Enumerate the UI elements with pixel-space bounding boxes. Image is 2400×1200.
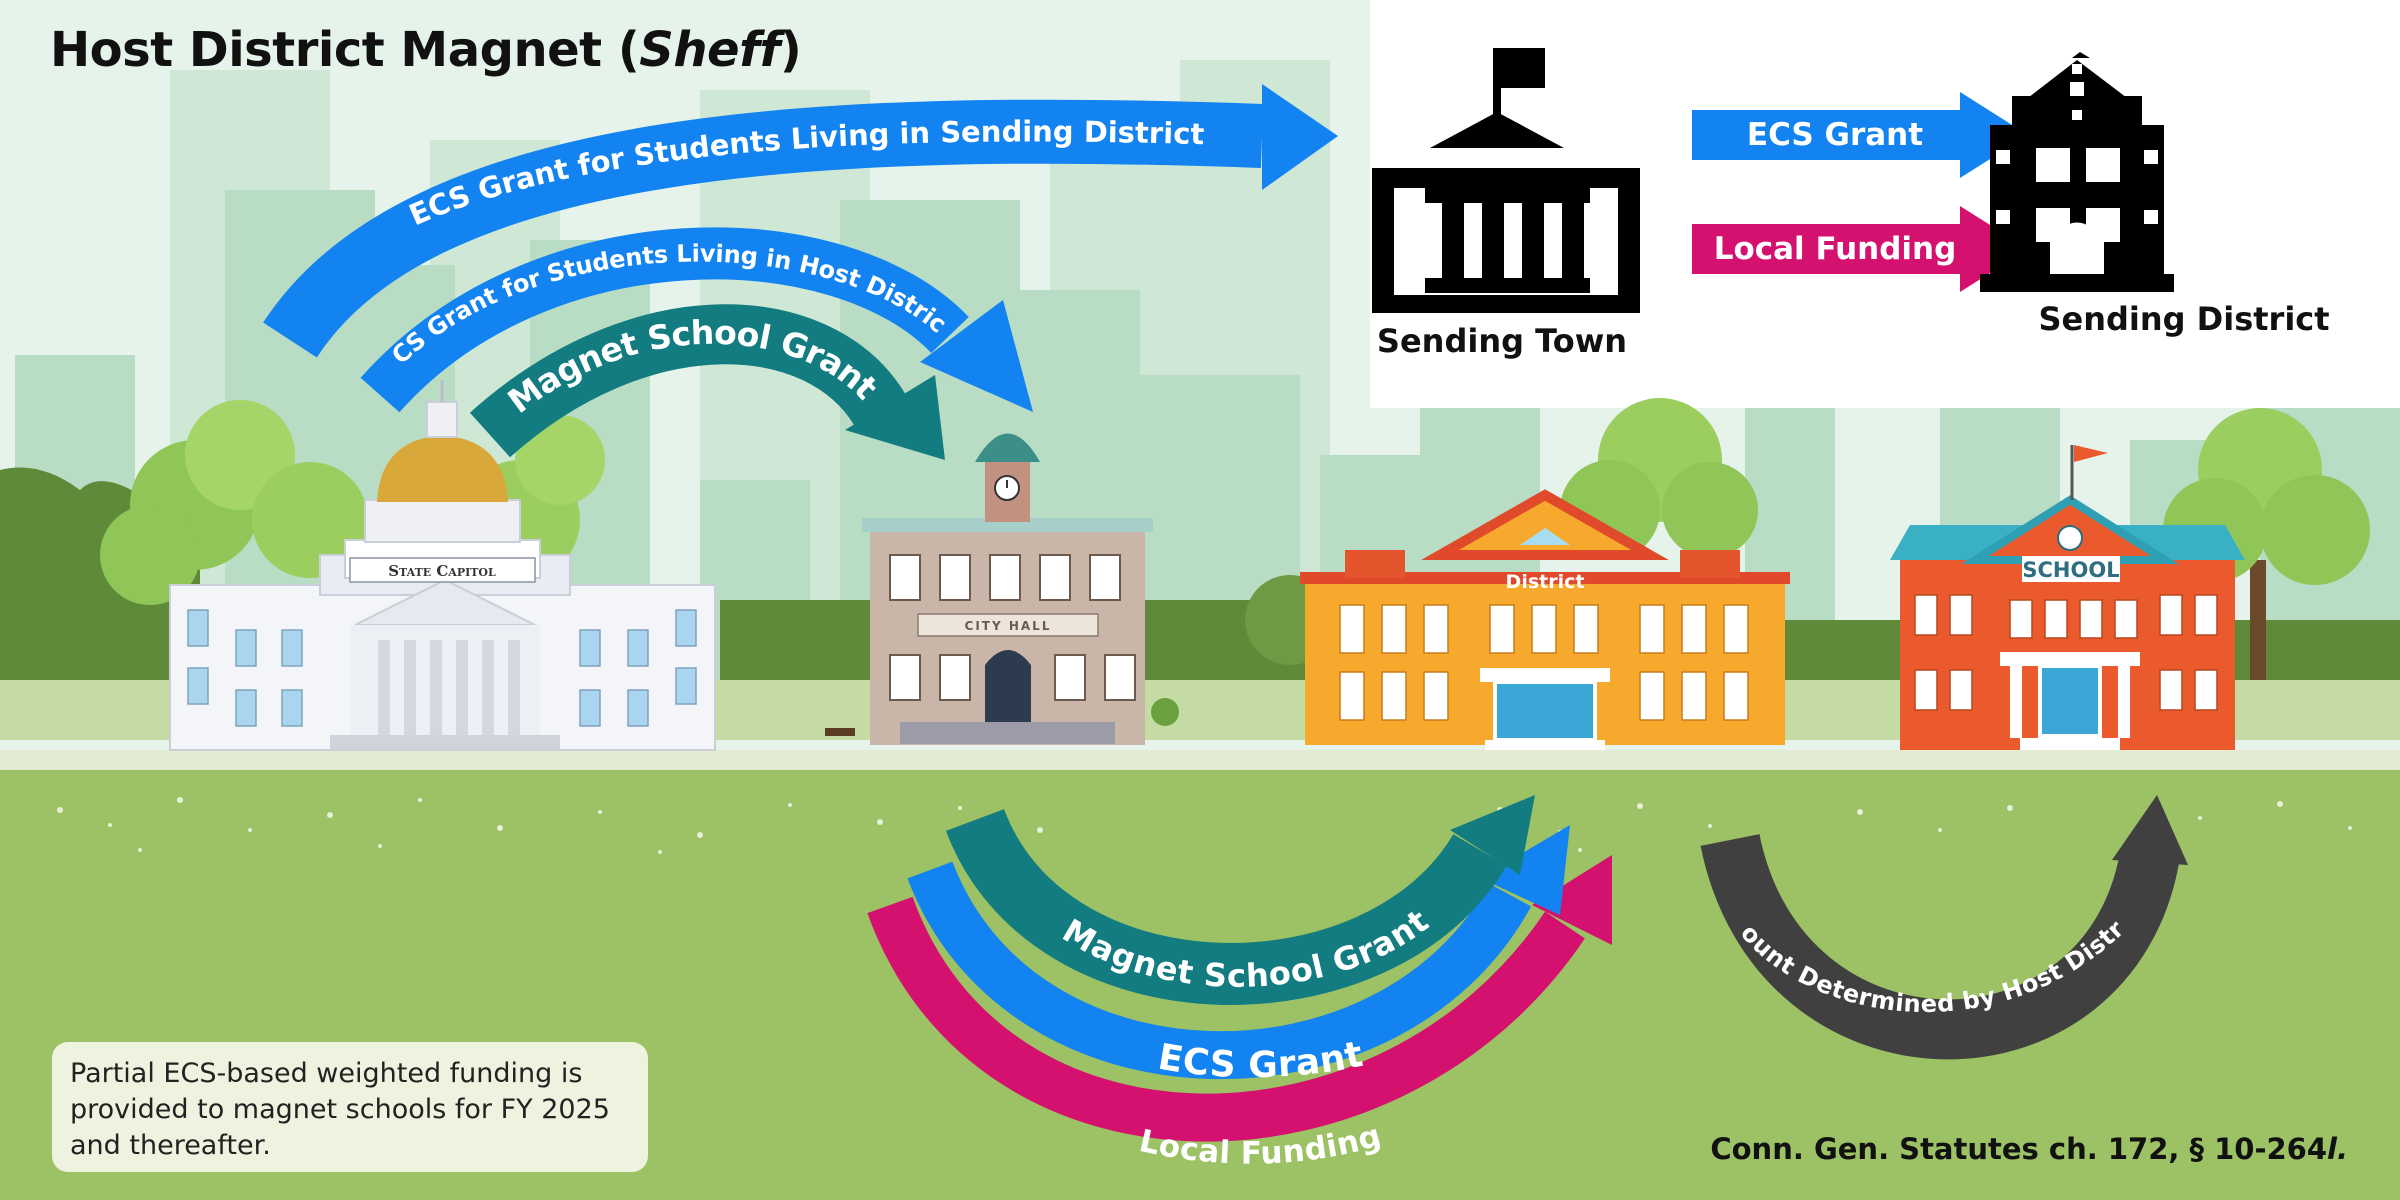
- sending-town-label: Sending Town: [1377, 322, 1627, 360]
- district-sign: District: [1506, 571, 1585, 593]
- title-main: Host District Magnet (: [50, 22, 640, 78]
- flow-ecs-sending-district: [263, 84, 1338, 358]
- title-close: ): [779, 22, 802, 78]
- town-hall-icon: [1372, 48, 1640, 313]
- tree-center-right: [1560, 398, 1758, 560]
- sending-district-label: Sending District: [2038, 300, 2329, 338]
- flow-magnet-upper-arrowhead: [845, 375, 945, 460]
- city-hall-building: [825, 433, 1179, 745]
- flow-ecs-host-district: [360, 227, 1033, 413]
- state-capitol-sign: State Capitol: [388, 562, 496, 580]
- flow-ecs-grant-lower: [907, 825, 1570, 1079]
- citation-main: Conn. Gen. Statutes ch. 172, § 10-264: [1710, 1132, 2328, 1166]
- flow-local-funding-lower: [867, 855, 1612, 1142]
- citation-italic: l.: [2327, 1132, 2348, 1166]
- funding-note: Partial ECS-based weighted funding is pr…: [52, 1042, 648, 1172]
- title-italic: Sheff: [639, 22, 780, 78]
- flow-ecs-grant-right-label: ECS Grant: [1747, 117, 1923, 153]
- sidewalk: [0, 750, 2400, 772]
- flow-magnet-grant-lower: [945, 795, 1535, 1005]
- flow-magnet-grant-upper: [469, 304, 945, 460]
- school-sign: SCHOOL: [2022, 558, 2119, 582]
- school-icon: [1980, 52, 2174, 292]
- page-title: Host District Magnet (Sheff): [50, 22, 802, 78]
- statute-citation: Conn. Gen. Statutes ch. 172, § 10-264l.: [1710, 1132, 2348, 1166]
- flow-local-funding-right-label: Local Funding: [1714, 231, 1957, 267]
- city-hall-sign: CITY HALL: [965, 619, 1052, 633]
- state-capitol-building: [169, 380, 716, 751]
- flow-ecs-host-arrowhead: [920, 300, 1033, 412]
- flow-amount-determined: [1700, 795, 2188, 1060]
- flow-ecs-sending-arrowhead: [1262, 84, 1338, 190]
- school-building: [1890, 445, 2245, 750]
- district-building: [1300, 489, 1790, 750]
